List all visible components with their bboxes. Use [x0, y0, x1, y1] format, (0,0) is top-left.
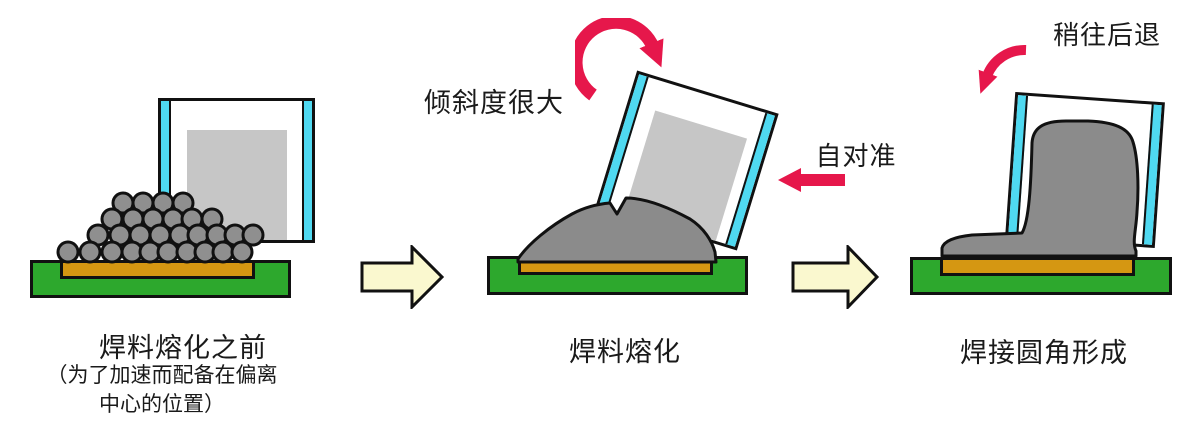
caption-line: 中心的位置）: [99, 393, 225, 416]
electrode-strip-icon: [302, 101, 312, 240]
panel-title: 焊接圆角形成: [960, 338, 1128, 368]
solder-pad: [60, 260, 255, 279]
solder-balls-icon: [56, 191, 265, 264]
electrode-strip-icon: [161, 101, 171, 240]
solder-fillet-blob: [940, 119, 1140, 258]
rotate-counterclockwise-arrow-icon: [978, 44, 1027, 94]
right-block-arrow-icon: [791, 245, 880, 309]
tilt-label: 倾斜度很大: [424, 88, 564, 118]
left-arrow-icon: [778, 168, 845, 192]
self-align-label: 自对准: [815, 141, 897, 171]
rotate-clockwise-arrow-icon: [575, 18, 664, 101]
right-block-arrow-icon: [360, 245, 445, 309]
recede-label: 稍往后退: [1052, 20, 1161, 50]
panel-caption: （为了加速而配备在偏离 中心的位置）: [12, 361, 312, 419]
panel-title: 焊料熔化之前: [99, 333, 267, 363]
molten-solder-blob: [516, 196, 718, 264]
solder-pad: [940, 257, 1135, 276]
panel-title: 焊料熔化: [569, 337, 681, 367]
caption-line: （为了加速而配备在偏离: [46, 364, 278, 387]
